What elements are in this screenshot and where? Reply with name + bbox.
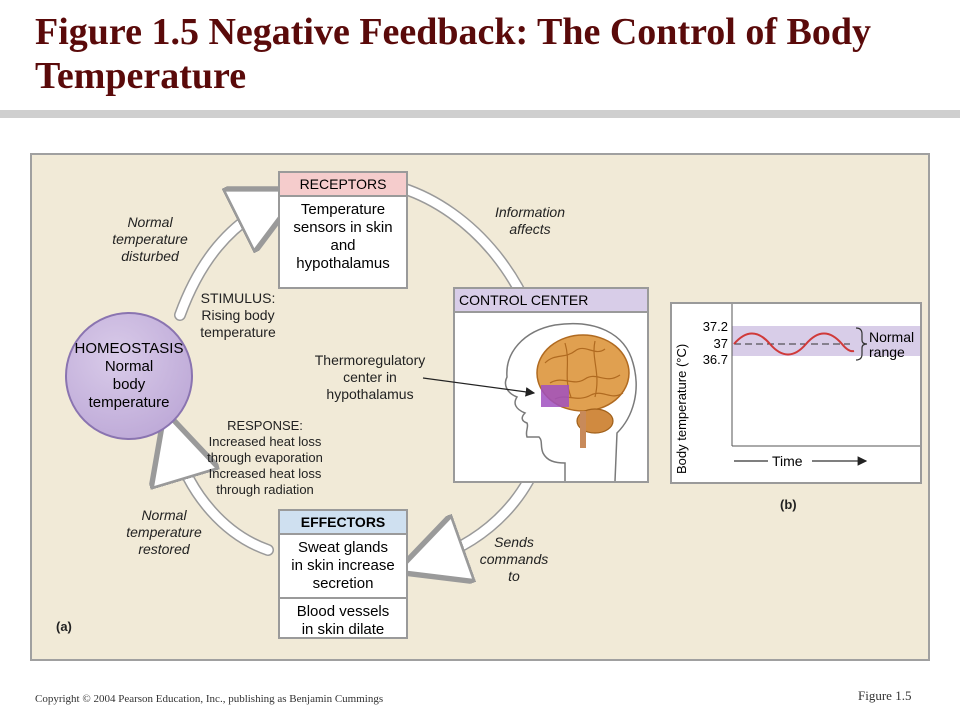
tick-36-7: 36.7 (703, 352, 728, 367)
effectors-box: EFFECTORS Sweat glands in skin increase … (278, 509, 408, 639)
range-brace (855, 327, 868, 361)
graph-xlabel: Time (772, 453, 803, 469)
normal-range-band (732, 326, 920, 356)
control-center-header: CONTROL CENTER (455, 289, 647, 313)
label-panel-a: (a) (56, 619, 72, 634)
temperature-graph: 37.2 37 36.7 Normal range Time Body temp… (670, 302, 922, 484)
hypothalamus-marker (541, 385, 569, 407)
receptors-header: RECEPTORS (280, 173, 406, 197)
head-brain-illustration (504, 322, 637, 482)
figure-number: Figure 1.5 (858, 688, 912, 703)
homeostasis-circle: HOMEOSTASIS Normal body temperature (65, 312, 193, 440)
graph-ylabel: Body temperature (°C) (674, 344, 689, 474)
effectors-header: EFFECTORS (280, 511, 406, 535)
tick-37: 37 (714, 336, 728, 351)
range-label-normal: Normal (869, 329, 914, 345)
range-label-range: range (869, 344, 905, 360)
temperature-graph-svg: 37.2 37 36.7 Normal range Time Body temp… (674, 304, 920, 474)
title-divider (0, 110, 960, 118)
page-title: Figure 1.5 Negative Feedback: The Contro… (35, 11, 871, 97)
temperature-curve (733, 332, 855, 356)
control-center-box: CONTROL CENTER (453, 287, 649, 483)
copyright: Copyright © 2004 Pearson Education, Inc.… (35, 693, 384, 705)
receptors-box: RECEPTORS Temperature sensors in skin an… (278, 171, 408, 289)
label-panel-b: (b) (780, 497, 797, 512)
effectors-vessels: Blood vessels in skin dilate (296, 603, 390, 638)
tick-37-2: 37.2 (703, 319, 728, 334)
receptors-body: Temperature sensors in skin and hypothal… (293, 201, 393, 272)
effectors-sweat: Sweat glands in skin increase secretion (280, 535, 406, 599)
